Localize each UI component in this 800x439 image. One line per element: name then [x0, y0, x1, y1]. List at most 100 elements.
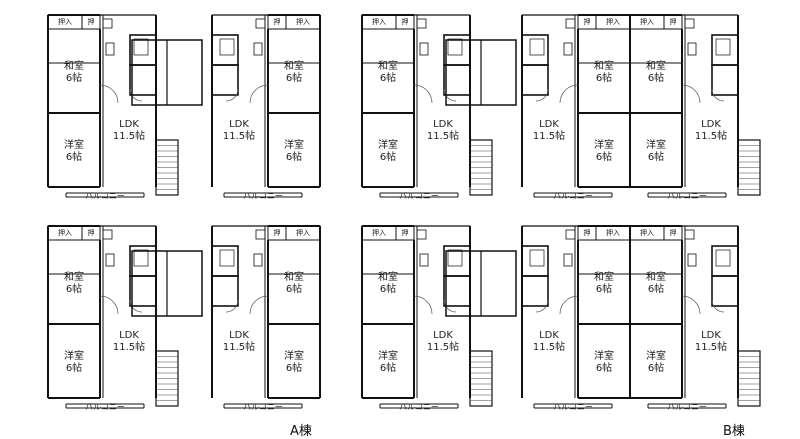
room-outline [684, 229, 695, 240]
room-outline [521, 275, 549, 307]
room-outline [419, 253, 429, 267]
room-outline [416, 18, 427, 29]
closet-label: 押入 [372, 18, 386, 26]
room-outline [129, 275, 157, 307]
room-outline [715, 38, 731, 56]
door-swing [129, 88, 143, 102]
closet-label: 押入 [58, 229, 72, 237]
door-swing [681, 295, 701, 315]
room-outline [102, 229, 113, 240]
door-swing [413, 84, 433, 104]
room-outline [105, 42, 115, 56]
room-outline [395, 14, 415, 30]
balcony-label: バルコニー [399, 402, 439, 412]
closet-label: 押入 [606, 18, 620, 26]
door-swing [535, 299, 549, 313]
balcony-label: バルコニー [243, 191, 283, 201]
room-outline [419, 42, 429, 56]
room-outline [565, 229, 576, 240]
door-swing [225, 88, 239, 102]
room-outline [687, 42, 697, 56]
room-outline [255, 18, 266, 29]
room-outline [219, 249, 235, 267]
room-outline [133, 249, 149, 267]
room-outline [253, 253, 263, 267]
room-outline [565, 18, 576, 29]
closet-short-label: 押 [669, 18, 677, 26]
door-swing [559, 295, 579, 315]
room-outline [663, 225, 683, 241]
closet-short-label: 押 [273, 18, 281, 26]
room-outline [529, 38, 545, 56]
room-outline [529, 249, 545, 267]
closet-short-label: 押 [669, 229, 677, 237]
balcony-label: バルコニー [243, 402, 283, 412]
room-outline [663, 14, 683, 30]
room-outline [563, 42, 573, 56]
room-outline [447, 249, 463, 267]
room-outline [711, 64, 739, 96]
balcony-label: バルコニー [399, 191, 439, 201]
door-swing [129, 299, 143, 313]
door-swing [99, 84, 119, 104]
closet-label: 押入 [296, 18, 310, 26]
room-outline [715, 249, 731, 267]
room-outline [447, 38, 463, 56]
room-outline [521, 64, 549, 96]
room-outline [102, 18, 113, 29]
closet-label: 押入 [296, 229, 310, 237]
closet-label: 押入 [372, 229, 386, 237]
closet-short-label: 押 [273, 229, 281, 237]
room-outline [443, 275, 471, 307]
room-outline [577, 14, 597, 30]
room-outline [267, 225, 287, 241]
closet-short-label: 押 [401, 229, 409, 237]
door-swing [681, 84, 701, 104]
door-swing [443, 299, 457, 313]
building-a-label: A棟 [290, 424, 312, 439]
balcony-label: バルコニー [85, 191, 125, 201]
closet-label: 押入 [58, 18, 72, 26]
door-swing [413, 295, 433, 315]
room-outline [684, 18, 695, 29]
closet-short-label: 押 [87, 18, 95, 26]
door-swing [443, 88, 457, 102]
room-outline [211, 64, 239, 96]
door-swing [535, 88, 549, 102]
closet-short-label: 押 [401, 18, 409, 26]
room-outline [219, 38, 235, 56]
closet-short-label: 押 [87, 229, 95, 237]
room-outline [443, 64, 471, 96]
door-swing [99, 295, 119, 315]
room-outline [211, 275, 239, 307]
building-b-label: B棟 [723, 424, 745, 439]
room-outline [129, 64, 157, 96]
balcony-label: バルコニー [85, 402, 125, 412]
room-outline [267, 14, 287, 30]
